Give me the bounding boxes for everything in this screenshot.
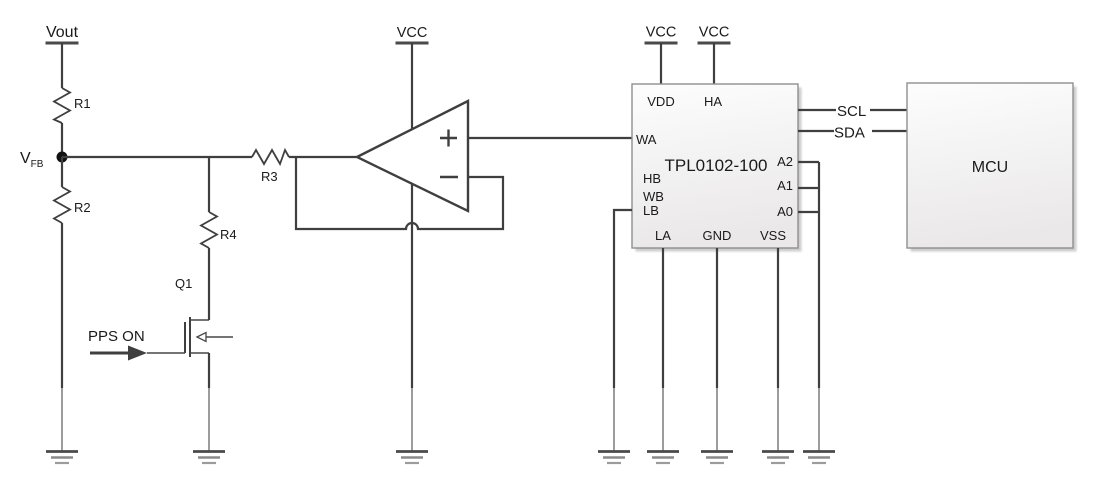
ground-symbol [191,386,227,465]
pps-on-label: PPS ON [88,328,145,345]
i2c-bus: SCL SDA [798,103,907,142]
vout-net-label: Vout [46,24,79,41]
pin-label-ha: HA [704,94,722,109]
pin-label-gnd: GND [703,228,732,243]
opamp-feedback-loop [294,157,505,231]
digipot-tpl0102: VCC VCC TPL0102-100 VDD HA WA HB WB LB A… [596,25,837,465]
ha-vcc-label: VCC [699,25,730,41]
opamp-vcc-label: VCC [397,25,428,41]
resistor-r1 [51,87,72,124]
feedback-divider-branch: Vout R1 VFB R2 [20,24,91,465]
pin-label-vss: VSS [760,228,786,243]
wire-lb-to-ground [612,208,632,388]
r1-label: R1 [74,96,91,111]
sda-net-label: SDA [834,125,865,142]
pin-label-vdd: VDD [647,94,674,109]
q1-label: Q1 [175,276,192,291]
vfb-net-label: VFB [20,150,44,170]
r2-label: R2 [74,200,91,215]
nmos-transistor-q1 [147,317,233,357]
resistor-r3 [251,147,290,167]
pps-arrowhead-icon [128,345,147,361]
r4-label: R4 [220,227,237,242]
mcu-body [906,82,1074,249]
ground-symbol [596,386,632,465]
ground-symbol [44,386,80,465]
r4-q1-branch: R4 Q1 PPS ON [88,157,237,465]
pin-label-hb: HB [643,171,661,186]
scl-net-label: SCL [837,103,866,120]
ground-symbol [645,386,681,465]
pin-label-a0: A0 [777,204,793,219]
opamp-triangle [354,99,470,213]
ground-symbol [394,386,430,465]
vdd-vcc-label: VCC [646,25,677,41]
pin-label-wb: WB [643,189,664,204]
pin-label-a1: A1 [777,178,793,193]
plus-input-icon [440,129,457,147]
r3-label: R3 [261,169,278,184]
resistor-r4 [199,211,219,249]
opamp-buffer: VCC [294,25,632,465]
mcu-block: MCU [906,82,1077,252]
pps-on-signal: PPS ON [88,328,147,361]
q1-body-arrow-icon [195,331,207,343]
digipot-body [631,83,799,249]
pin-label-wa: WA [636,132,657,147]
ground-symbol [801,386,837,465]
ground-symbol [699,386,735,465]
r3-branch: R3 [62,147,357,184]
mcu-label: MCU [972,159,1008,176]
pin-label-la: LA [655,228,671,243]
pin-label-a2: A2 [777,154,793,169]
pin-label-lb: LB [643,203,659,218]
ground-symbol [760,386,796,465]
digipot-part-number: TPL0102-100 [664,156,767,175]
resistor-r2 [52,186,72,224]
